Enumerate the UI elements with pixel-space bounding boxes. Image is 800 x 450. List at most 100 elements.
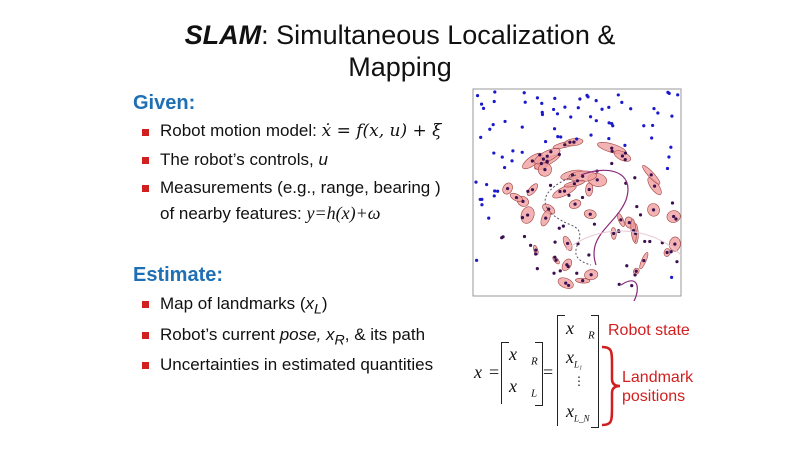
landmark-dot	[535, 266, 539, 271]
landmark-dot	[552, 107, 556, 112]
sensor-range	[565, 230, 682, 256]
landmark-dot	[643, 239, 647, 244]
landmark-dot	[565, 263, 569, 267]
landmark-dot	[627, 220, 631, 225]
landmark-dot	[553, 240, 557, 244]
landmark-dot	[496, 189, 500, 193]
estimate-item-1: Map of landmarks (xL)	[160, 294, 328, 318]
landmark-dot	[651, 123, 655, 128]
landmark-dot	[588, 212, 592, 216]
landmark-dot	[673, 242, 677, 246]
landmark-dot	[635, 204, 639, 209]
landmark-dot	[487, 216, 491, 220]
landmark-dot	[610, 146, 614, 150]
landmark-dot	[670, 201, 675, 205]
landmark-dot	[529, 243, 533, 247]
given-item-2: The robot’s controls, u	[160, 150, 328, 169]
landmark-dot	[540, 110, 544, 114]
landmark-dot	[549, 150, 553, 154]
landmark-dot	[558, 189, 562, 194]
landmark-dot	[522, 91, 526, 95]
landmark-dot	[523, 100, 527, 104]
landmark-dot	[607, 105, 611, 109]
landmark-dot	[526, 213, 530, 217]
landmark-dot	[543, 168, 547, 172]
landmark-dot	[665, 250, 669, 255]
landmark-dot	[669, 250, 673, 254]
landmark-dot	[479, 102, 484, 106]
landmark-dot	[558, 269, 562, 273]
landmark-dot	[620, 100, 624, 104]
given-item-3: Measurements (e.g., range, bearing )	[160, 178, 441, 197]
landmark-dot	[630, 284, 634, 288]
landmark-dot	[545, 159, 549, 163]
landmark-dot	[534, 248, 538, 252]
robot-path	[580, 169, 629, 266]
landmark-dot	[573, 202, 577, 206]
landmark-dot	[565, 241, 570, 246]
landmark-dot	[572, 182, 577, 186]
bullet-icon	[142, 332, 149, 339]
landmark-dot	[491, 123, 495, 127]
landmark-dot	[570, 173, 575, 177]
landmark-dot	[675, 260, 679, 264]
robot-state-label: Robot state	[608, 322, 690, 339]
landmark-dot	[674, 217, 678, 221]
landmark-dot	[623, 157, 627, 162]
landmark-dot	[543, 139, 548, 144]
landmark-dot	[552, 127, 557, 131]
landmark-dot	[589, 273, 593, 277]
landmark-dot	[607, 121, 611, 125]
landmark-dot	[492, 151, 496, 155]
landmark-dot	[642, 124, 646, 128]
landmark-dot	[656, 111, 660, 115]
landmark-dot	[492, 99, 496, 104]
landmark-dot	[479, 135, 483, 139]
bullet-icon	[142, 129, 149, 136]
landmark-dot	[488, 127, 492, 131]
landmark-dot	[541, 157, 545, 161]
landmark-dot	[575, 137, 579, 141]
landmark-dot	[670, 275, 674, 279]
bullet-icon	[142, 362, 149, 369]
landmark-dot	[557, 226, 561, 230]
landmark-dot	[567, 193, 571, 197]
landmark-dot	[501, 235, 505, 239]
landmark-dot	[555, 112, 560, 116]
landmark-dot	[492, 194, 496, 198]
bullet-icon	[142, 185, 149, 192]
landmark-dot	[506, 186, 510, 191]
landmark-dot	[535, 96, 540, 100]
landmark-dot	[672, 214, 676, 219]
landmark-dot	[569, 115, 573, 119]
landmark-dot	[475, 94, 480, 98]
landmark-dot	[576, 106, 580, 110]
landmark-dot	[610, 161, 614, 166]
landmark-dot	[592, 222, 597, 226]
landmark-dot	[575, 179, 580, 183]
landmark-dot	[561, 224, 565, 228]
landmark-dot	[587, 253, 591, 257]
landmark-dot	[510, 159, 514, 163]
landmark-dot	[649, 173, 653, 177]
landmark-dot	[520, 150, 524, 154]
landmark-dot	[594, 119, 598, 123]
landmark-dot	[548, 183, 553, 187]
landmark-dot	[642, 259, 646, 263]
landmark-dot	[619, 218, 623, 222]
landmark-dot	[610, 149, 614, 153]
landmark-dot	[539, 161, 543, 166]
landmark-dot	[544, 216, 548, 220]
robot-path-2	[620, 280, 638, 301]
landmark-dot	[611, 124, 615, 128]
landmark-dot	[576, 242, 580, 246]
landmark-label: Landmark	[622, 369, 694, 386]
landmark-dot	[580, 195, 585, 200]
landmark-dot	[563, 105, 567, 109]
landmark-dot	[575, 271, 579, 275]
landmark-dot	[594, 99, 598, 103]
landmark-dot	[554, 258, 558, 262]
given-item-3-cont: of nearby features: y=h(x)+ω	[160, 203, 381, 223]
landmark-dot	[616, 93, 620, 97]
